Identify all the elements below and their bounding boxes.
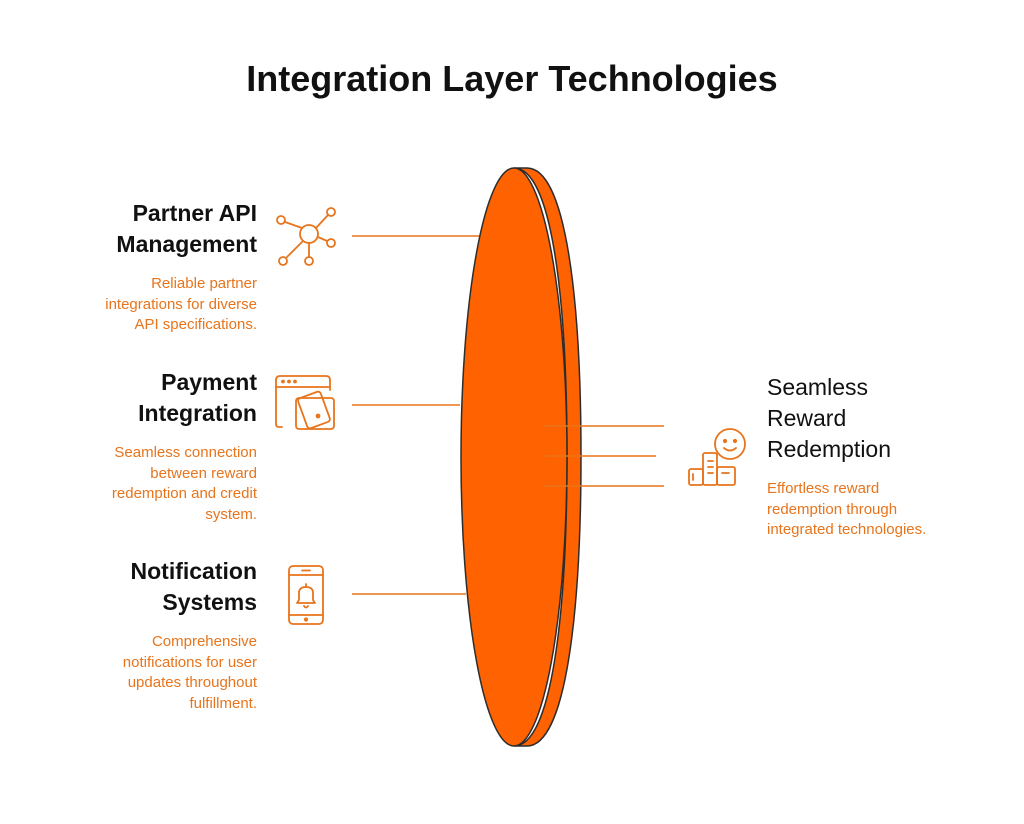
notification-systems-title: Notification Systems bbox=[130, 558, 258, 615]
payment-integration-description: Seamless connection between reward redem… bbox=[111, 444, 257, 523]
seamless-reward-description: Effortless reward redemption through int… bbox=[767, 480, 927, 538]
phone-bell-icon bbox=[288, 565, 324, 625]
partner-api-title: Partner API Management bbox=[116, 200, 257, 257]
seamless-reward-title: Seamless Reward Redemption bbox=[767, 374, 892, 462]
payment-window-icon bbox=[275, 375, 335, 430]
notification-systems-description: Comprehensive notifications for user upd… bbox=[122, 633, 257, 712]
payment-integration-title: Payment Integration bbox=[138, 369, 257, 426]
partner-api-description: Reliable partner integrations for divers… bbox=[105, 275, 257, 333]
smiling-customer-icon bbox=[688, 428, 746, 486]
diagram-title: Integration Layer Technologies bbox=[246, 58, 778, 99]
network-hub-icon bbox=[276, 207, 336, 266]
lens-face bbox=[460, 167, 568, 747]
